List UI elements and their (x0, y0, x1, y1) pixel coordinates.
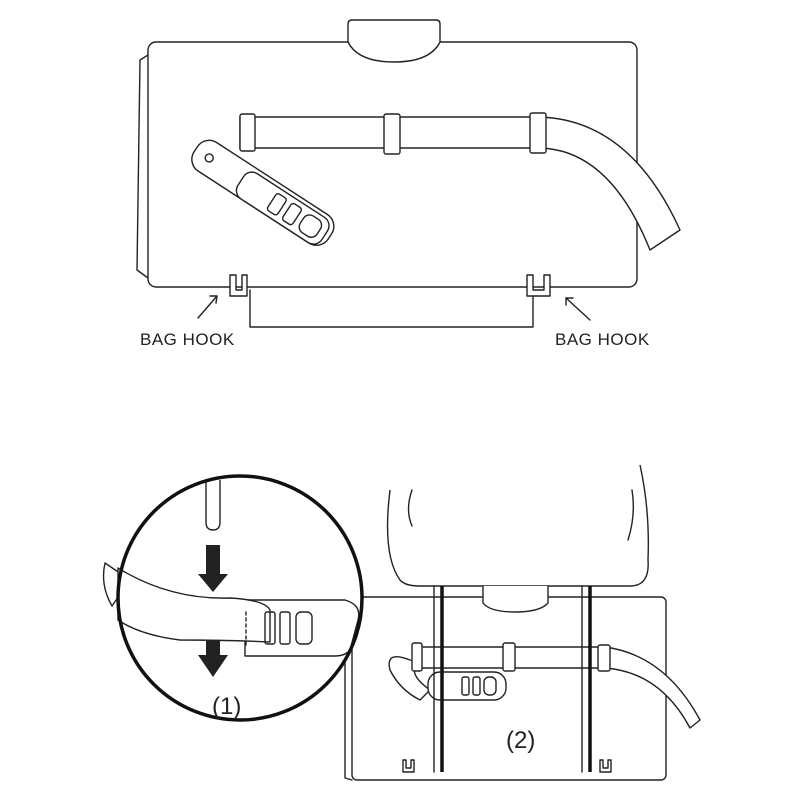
strap-3 (529, 112, 547, 154)
arrow-left (197, 295, 218, 319)
strap (411, 642, 423, 672)
bag-handle (347, 19, 441, 63)
strap-2 (383, 113, 401, 155)
strap-1 (239, 113, 256, 152)
strap (597, 644, 611, 672)
buckle (427, 671, 507, 701)
installed-view (344, 464, 701, 781)
strap (502, 642, 516, 672)
rail-end (388, 656, 431, 701)
arrow-down-icon (198, 640, 228, 677)
arrow-right (565, 297, 591, 321)
bag-hook-label-right: BAG HOOK (555, 330, 650, 349)
hook-strap (249, 289, 534, 328)
tube-end (102, 562, 131, 607)
bag-hook-label-left: BAG HOOK (140, 330, 235, 349)
bag-side-panel (136, 54, 149, 279)
rail-tube-detail (117, 567, 271, 643)
rail-tube (239, 116, 681, 251)
step-1-label: (1) (212, 693, 242, 720)
bag-hook (402, 759, 415, 773)
magnifier-circle (116, 474, 364, 722)
buckle (191, 139, 335, 246)
top-bag-diagram (136, 19, 681, 328)
detail-magnifier (102, 474, 364, 722)
arrow-down-icon (198, 545, 228, 592)
bag-hook-right (526, 274, 551, 297)
headrest-post (205, 480, 221, 531)
bag-handle (482, 586, 549, 613)
step-2-label: (2) (506, 727, 536, 754)
bag-hook (599, 759, 612, 773)
rail-tube (419, 646, 701, 729)
bag-hook-left (229, 274, 248, 297)
headrest (386, 464, 650, 587)
